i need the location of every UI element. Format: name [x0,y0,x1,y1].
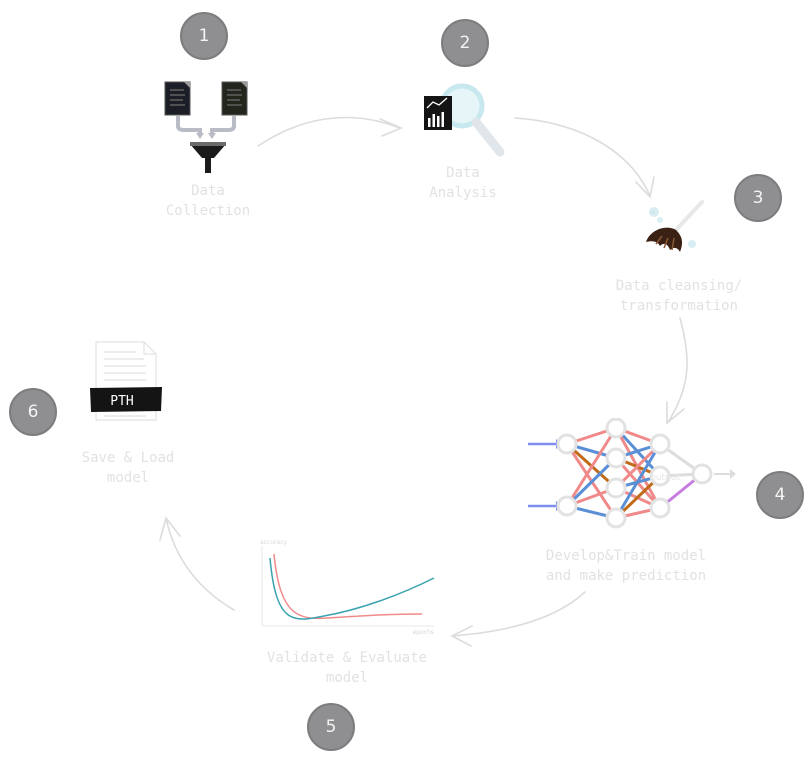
pth-file-icon: PTH [90,341,162,421]
arrow-2-to-3 [514,117,655,199]
arrow-5-to-6 [159,516,235,611]
arrow-4-to-5 [450,591,586,647]
funnel-icon [190,142,226,173]
arrow-3-to-4 [666,317,688,425]
nn-node [605,447,627,469]
step-5-badge: 5 [307,703,355,751]
bar-chart-icon [424,96,452,130]
nn-output-arrowhead [730,469,736,479]
step-6-label: Save & Load model [81,450,175,486]
nn-node [605,507,627,529]
step-2-badge: 2 [441,19,489,67]
nn-node [556,495,578,517]
neural-network-icon: output [528,418,736,529]
data-collection-icon [164,81,248,173]
step-5-label: Validate & Evaluate model [266,650,428,686]
nn-node [605,418,627,439]
nn-connection [565,456,618,508]
step-3-badge: 3 [734,174,782,222]
nn-output-label: output [650,473,680,483]
nn-node [605,477,627,499]
document-icon [221,81,248,116]
nn-connection [565,427,618,507]
step-2-label: Data Analysis [429,165,497,201]
nn-node [649,433,671,455]
chart-axis-x-label: epochs [413,629,434,636]
data-analysis-icon [424,83,505,157]
step-1-badge: 1 [180,12,228,60]
step-6-badge: 6 [9,388,57,436]
chart-axis-y-label: accuracy [260,539,288,546]
step-4-badge: 4 [756,471,804,519]
arrow-1-to-2 [257,116,404,147]
validation-curve-chart: accuracy epochs [260,539,435,636]
step-3-label: Data cleansing/ transformation [615,278,743,314]
nn-connection [614,443,662,519]
validation-curve [269,557,435,620]
nn-node [649,465,671,487]
pth-file-label: PTH [110,394,133,409]
step-4-label: Develop&Train model and make prediction [545,548,707,584]
step-1-label: Data Collection [165,183,251,219]
nn-node [556,433,578,455]
document-icon [164,81,191,116]
nn-node [691,463,713,485]
nn-node [649,497,671,519]
broom-icon [646,200,704,252]
training-curve [273,553,423,620]
